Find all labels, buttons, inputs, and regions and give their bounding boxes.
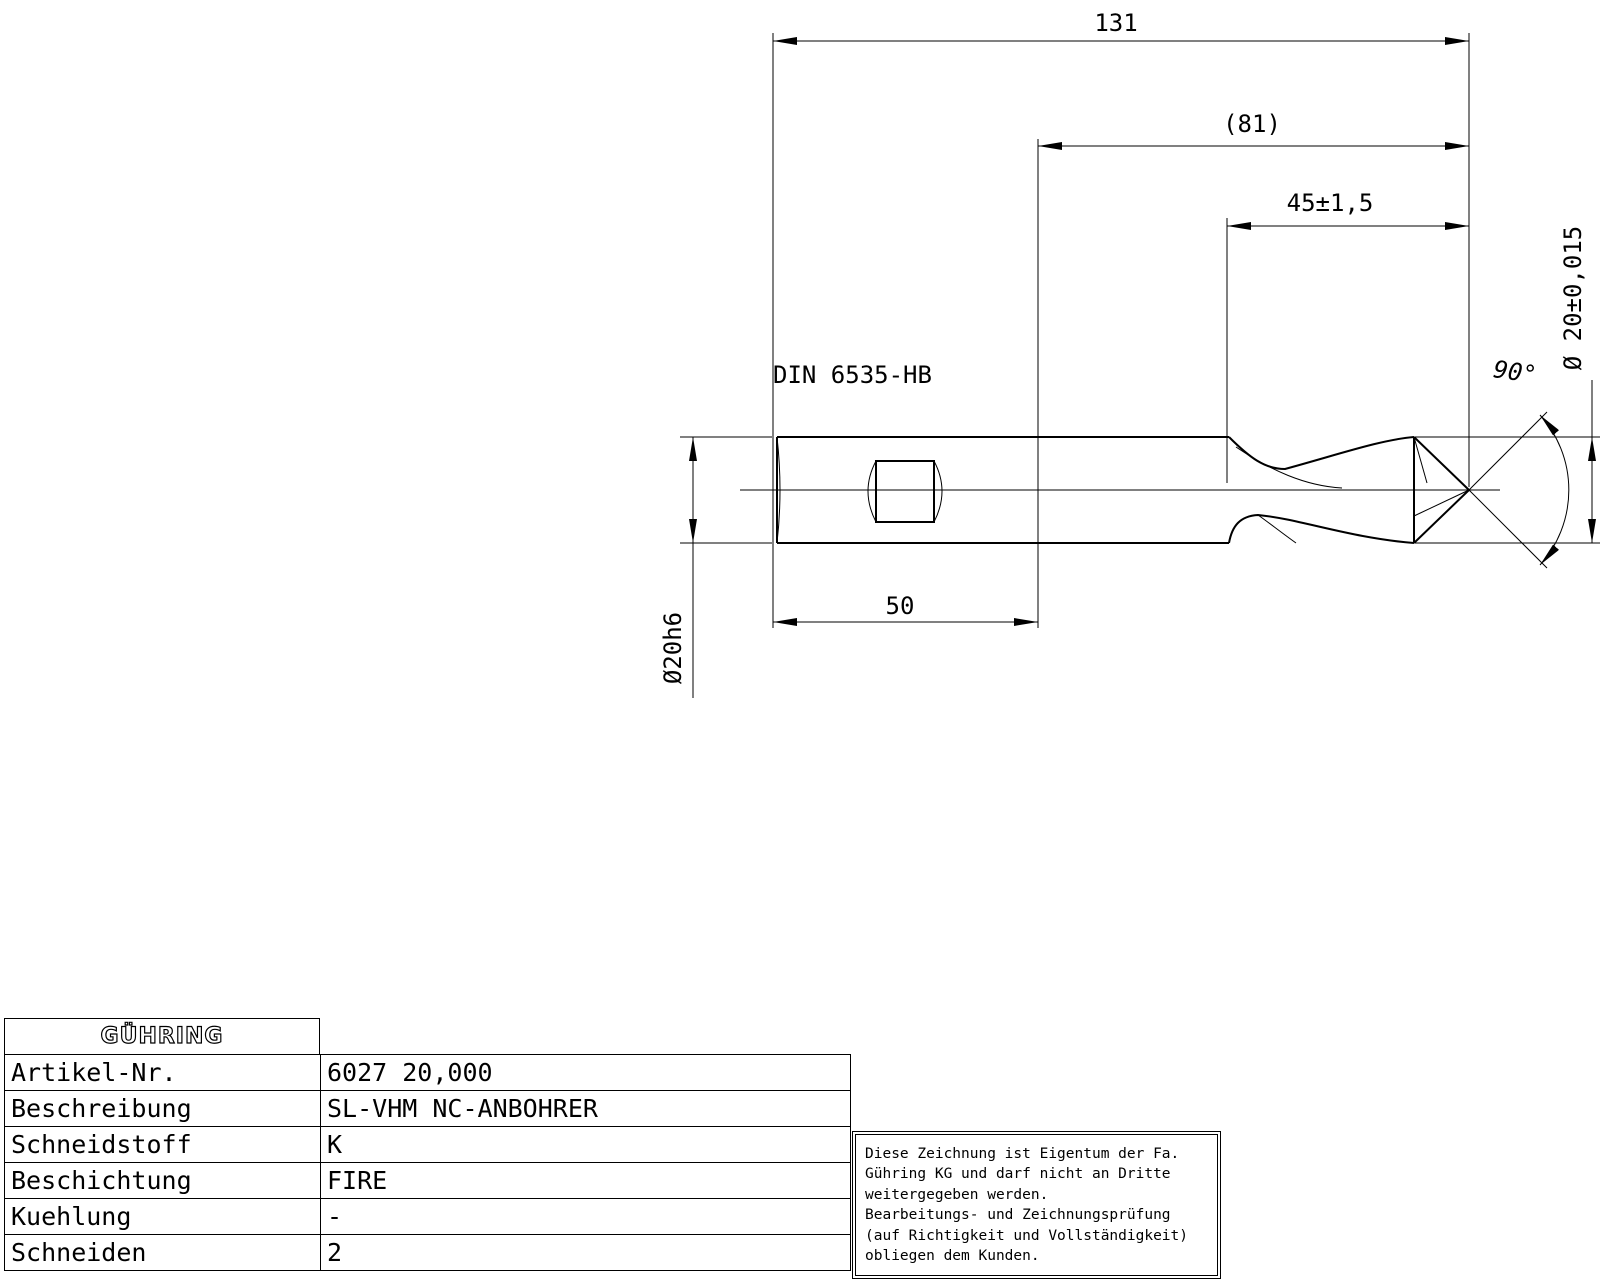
logo-cell: GÜHRING [4,1018,320,1054]
extension-lines [680,33,1600,628]
table-row: Schneidstoff K [4,1126,851,1163]
row-value: SL-VHM NC-ANBOHRER [320,1090,851,1127]
row-value: K [320,1126,851,1163]
dimension-text-overall-length: 131 [1094,9,1137,37]
dimension-text-tool-diameter: Ø 20±0,015 [1559,226,1587,371]
row-value: FIRE [320,1162,851,1199]
dimension-text-shank-length: 50 [886,592,915,620]
notice-line: obliegen dem Kunden. [865,1248,1040,1265]
title-block: GÜHRING Artikel-Nr. 6027 20,000 Beschrei… [4,1018,854,1280]
notice-line: Gühring KG und darf nicht an Dritte [865,1166,1171,1183]
table-row: Beschreibung SL-VHM NC-ANBOHRER [4,1090,851,1127]
dimension-text-reference-length: (81) [1223,110,1281,138]
table-row: Schneiden 2 [4,1234,851,1271]
dimension-text-shank-diameter: Ø20h6 [659,612,687,684]
notice-line: Bearbeitungs- und Zeichnungsprüfung [865,1207,1171,1224]
table-row: Kuehlung - [4,1198,851,1235]
row-label: Artikel-Nr. [4,1054,321,1091]
drill-outline [776,411,1548,569]
table-row: Beschichtung FIRE [4,1162,851,1199]
row-value: 2 [320,1234,851,1271]
dimension-text-point-angle: 90° [1492,355,1539,389]
row-value: 6027 20,000 [320,1054,851,1091]
row-label: Schneiden [4,1234,321,1271]
standard-note: DIN 6535-HB [773,361,932,389]
copyright-notice-text: Diese Zeichnung ist Eigentum der Fa. Güh… [855,1134,1218,1276]
row-label: Beschichtung [4,1162,321,1199]
row-label: Kuehlung [4,1198,321,1235]
table-row: Artikel-Nr. 6027 20,000 [4,1054,851,1091]
row-label: Schneidstoff [4,1126,321,1163]
notice-line: weitergegeben werden. [865,1186,1049,1203]
notice-line: Diese Zeichnung ist Eigentum der Fa. [865,1146,1180,1162]
row-label: Beschreibung [4,1090,321,1127]
company-logo: GÜHRING [100,1023,224,1049]
dimension-arc-point-angle [1539,414,1570,566]
copyright-notice: Diese Zeichnung ist Eigentum der Fa. Güh… [852,1131,1221,1279]
row-value: - [320,1198,851,1235]
notice-line: (auf Richtigkeit und Vollständigkeit) [865,1227,1189,1244]
properties-table: Artikel-Nr. 6027 20,000 Beschreibung SL-… [4,1054,851,1271]
dimension-text-flute-length: 45±1,5 [1287,189,1374,217]
